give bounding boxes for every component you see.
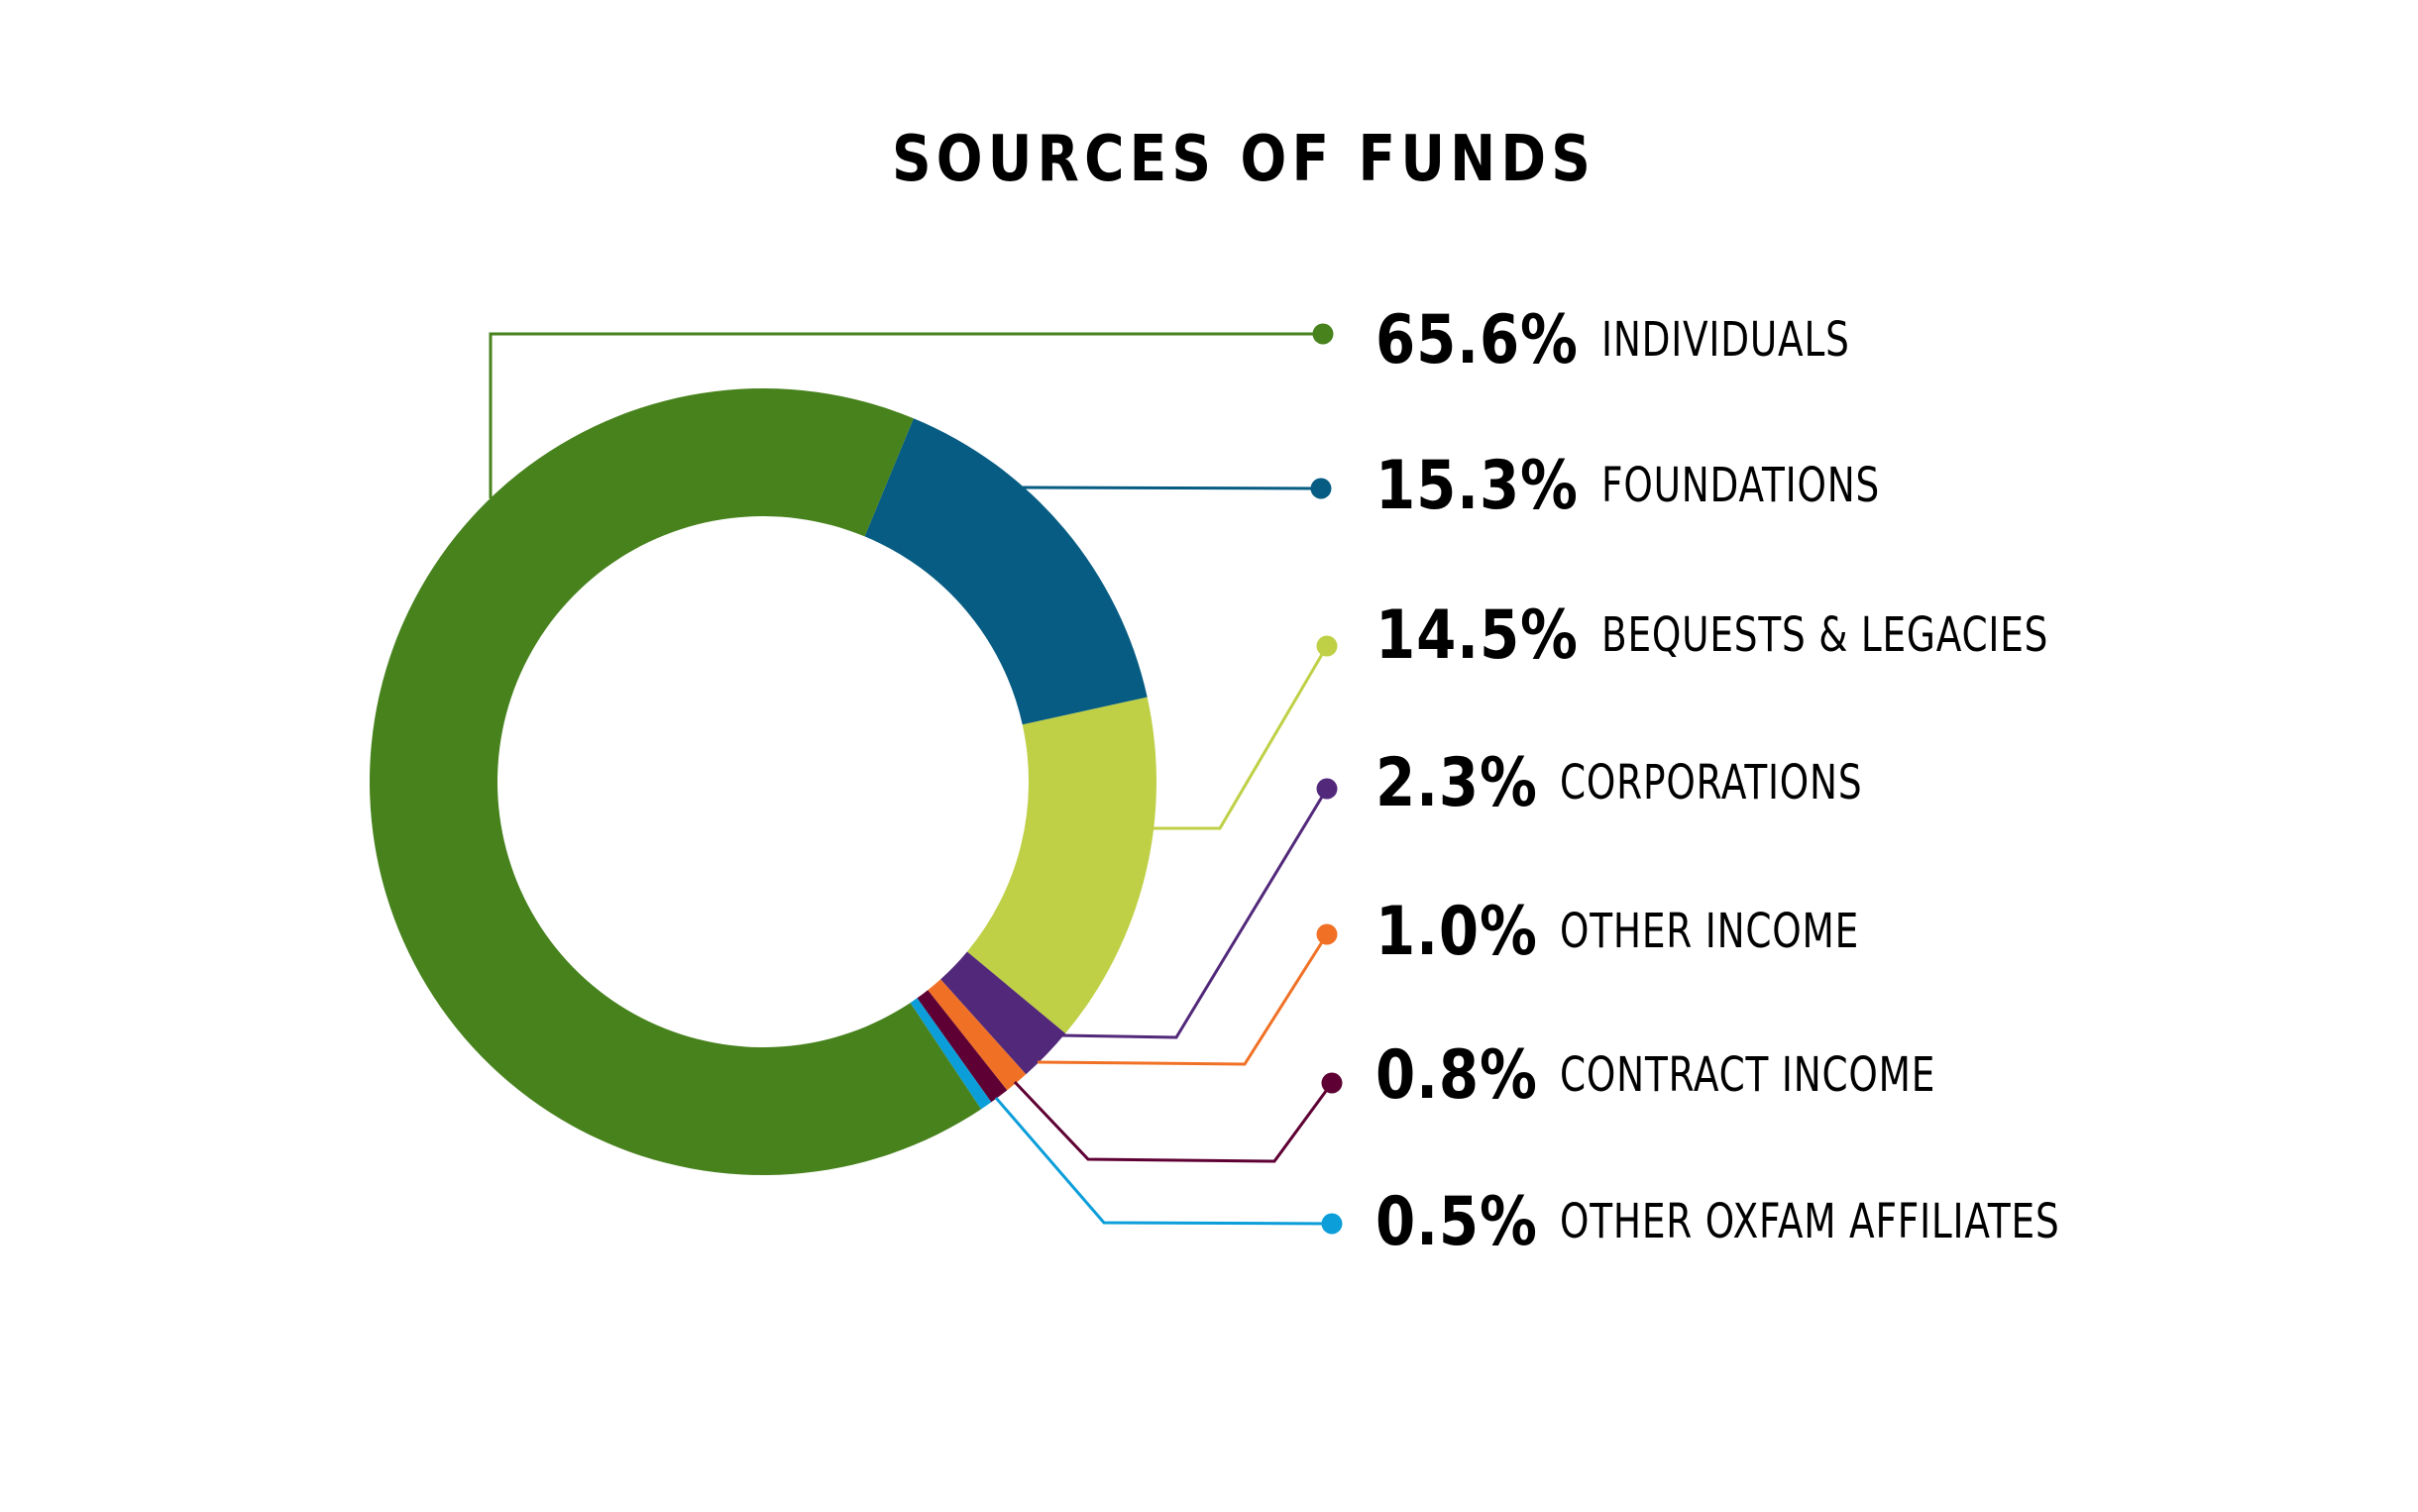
donut-slice-corporations	[940, 951, 1066, 1075]
legend-percent: 2.3%	[1375, 743, 1538, 822]
donut-slice-bequests-legacies	[966, 697, 1156, 1034]
legend-dot-icon	[1316, 635, 1338, 657]
legend-item-individuals: 65.6% INDIVIDUALS	[1375, 295, 1921, 384]
donut-slices	[369, 387, 1156, 1175]
legend-item-contract-income: 0.8% CONTRACT INCOME	[1375, 1030, 2041, 1120]
leader-line	[489, 332, 1323, 498]
legend-dot-icon	[1316, 923, 1338, 945]
legend-dot-icon	[1316, 778, 1338, 800]
legend-percent: 1.0%	[1375, 892, 1538, 971]
legend-dot-icon	[1310, 478, 1332, 499]
legend-label: CONTRACT INCOME	[1560, 1047, 1936, 1103]
legend-label: CORPORATIONS	[1560, 755, 1863, 810]
leader-line	[1013, 1080, 1334, 1163]
leader-line	[1037, 933, 1329, 1066]
leader-line	[1059, 788, 1329, 1039]
leader-lines	[489, 323, 1343, 1235]
legend-item-corporations: 2.3% CORPORATIONS	[1375, 738, 1948, 827]
leader-line	[1153, 645, 1329, 830]
donut-slice-other-income	[928, 979, 1027, 1091]
legend-dot-icon	[1312, 323, 1334, 345]
legend-percent: 65.6%	[1375, 300, 1579, 379]
donut-slice-contract-income	[917, 990, 1008, 1103]
legend-item-other-income: 1.0% OTHER INCOME	[1375, 887, 1943, 976]
legend-label: OTHER INCOME	[1560, 904, 1860, 959]
leader-line	[994, 1097, 1333, 1226]
legend-percent: 14.5%	[1375, 595, 1579, 675]
legend-item-other-oxfam-affiliates: 0.5% OTHER OXFAM AFFILIATES	[1375, 1177, 2201, 1266]
legend-label: BEQUESTS & LEGACIES	[1601, 607, 2049, 663]
legend-label: OTHER OXFAM AFFILIATES	[1560, 1194, 2060, 1249]
legend-dot-icon	[1321, 1213, 1343, 1235]
legend-label: INDIVIDUALS	[1601, 312, 1850, 368]
donut-slice-other-oxfam-affiliates	[910, 998, 992, 1110]
leader-line	[1022, 486, 1322, 490]
legend-item-bequests-legacies: 14.5% BEQUESTS & LEGACIES	[1375, 591, 2175, 680]
legend-label: FOUNDATIONS	[1601, 458, 1881, 513]
legend-percent: 0.8%	[1375, 1035, 1538, 1115]
donut-slice-individuals	[369, 387, 982, 1175]
legend-percent: 15.3%	[1375, 446, 1579, 525]
legend-dot-icon	[1321, 1072, 1343, 1094]
donut-slice-foundations	[864, 418, 1148, 725]
legend-percent: 0.5%	[1375, 1182, 1538, 1261]
chart-title: SOURCES OF FUNDS	[891, 123, 1596, 196]
legend-item-foundations: 15.3% FOUNDATIONS	[1375, 441, 1959, 530]
